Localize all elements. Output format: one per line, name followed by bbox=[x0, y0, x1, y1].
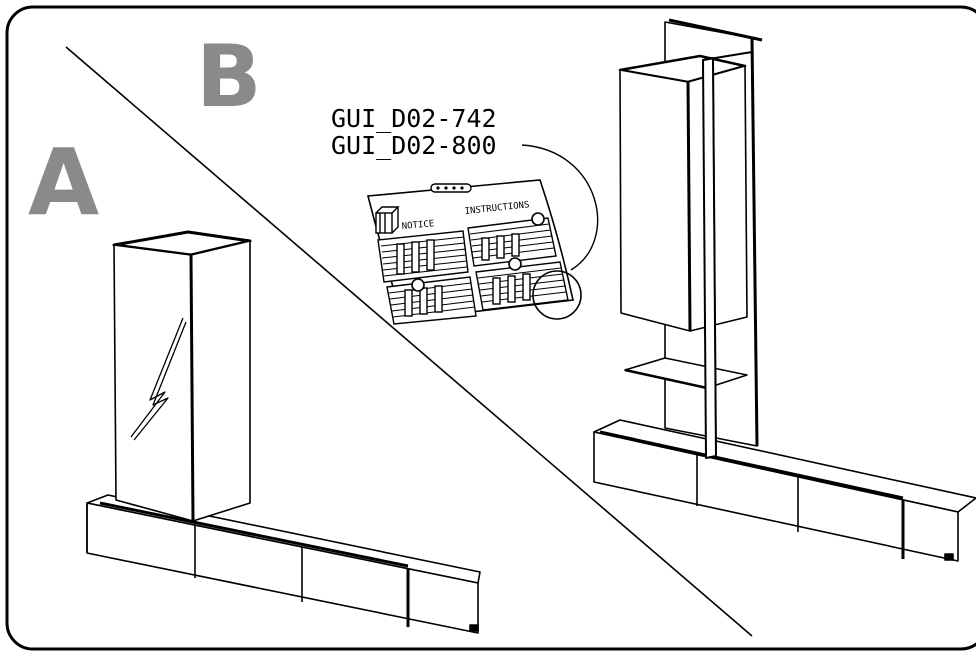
panel-label-a: A bbox=[28, 129, 99, 236]
reference-code-2: GUI_D02-800 bbox=[331, 131, 497, 160]
divider-line bbox=[65, 46, 753, 637]
wall-cabinet-side-b bbox=[687, 65, 748, 332]
leaflet-cabinet-icon bbox=[375, 212, 393, 234]
leaflet-zoom-circle bbox=[532, 270, 582, 320]
page-frame bbox=[5, 5, 976, 651]
reference-code-1: GUI_D02-742 bbox=[331, 104, 497, 133]
cabinet-front-a bbox=[113, 244, 194, 522]
glass-reflection bbox=[130, 317, 184, 438]
furniture-b bbox=[593, 18, 976, 562]
panel-label-b: B bbox=[196, 27, 262, 127]
instruction-leaflet bbox=[366, 179, 582, 325]
cabinet-side-a bbox=[190, 240, 251, 522]
low-unit-front-b bbox=[593, 431, 959, 562]
furniture-a bbox=[86, 230, 481, 634]
wall-cabinet-front-b bbox=[619, 69, 691, 332]
leaflet-notice-text: NOTICE bbox=[401, 219, 434, 232]
callout-line bbox=[521, 144, 599, 271]
